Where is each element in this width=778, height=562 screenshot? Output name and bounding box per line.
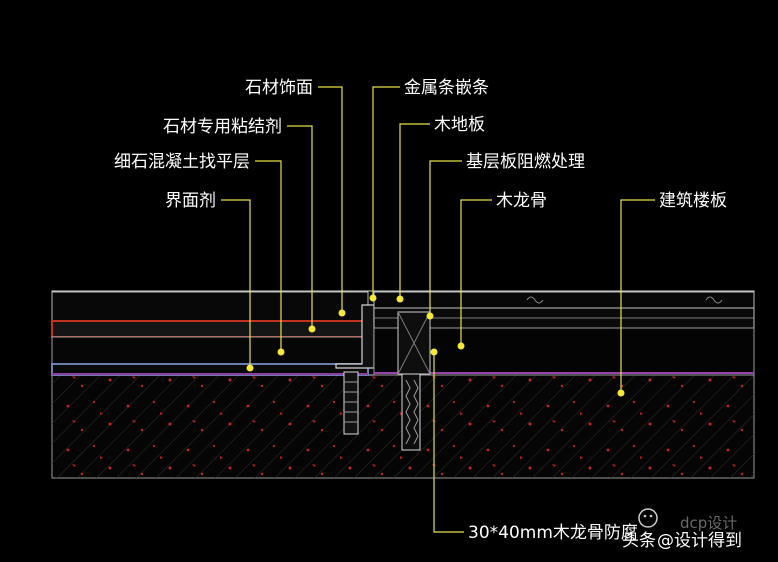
label-base-fireproof: 基层板阻燃处理	[466, 152, 585, 172]
dot-wood-floor	[396, 295, 404, 303]
leader-interface-agent	[221, 199, 251, 368]
dot-interface-agent	[246, 364, 254, 372]
leader-metal-strip	[372, 86, 400, 298]
watermark-logo-icon	[638, 508, 658, 528]
label-wood-floor: 木地板	[434, 115, 485, 135]
label-stone-adhesive: 石材专用粘结剂	[163, 117, 282, 137]
dot-metal-strip	[369, 294, 377, 302]
dot-stone-adhesive	[308, 325, 316, 333]
leader-building-slab	[620, 199, 655, 393]
anchor-bolt-left	[343, 371, 359, 435]
leader-dots	[246, 294, 625, 397]
wood-floor-section	[373, 291, 755, 376]
leader-stone-adhesive	[287, 125, 313, 329]
watermark-handle: @设计得到	[657, 531, 742, 551]
label-keel-note: 30*40mm木龙骨防腐	[468, 523, 638, 543]
dot-keel-note	[430, 348, 438, 356]
label-building-slab: 建筑楼板	[659, 191, 727, 211]
dot-stone-finish	[338, 309, 346, 317]
stone-floor-section	[51, 290, 755, 376]
label-wood-keel: 木龙骨	[496, 191, 547, 211]
leader-lines	[221, 86, 655, 533]
watermark-prefix: 头条	[622, 531, 656, 551]
watermark: dcp设计 头条 @设计得到	[622, 508, 742, 551]
dot-wood-keel	[457, 342, 465, 350]
dot-cement-leveling	[277, 348, 285, 356]
leader-base-fireproof	[429, 160, 462, 316]
leader-wood-keel	[460, 199, 492, 346]
label-cement-leveling: 细石混凝土找平层	[114, 152, 250, 172]
leader-stone-finish	[318, 86, 343, 313]
label-metal-strip: 金属条嵌条	[404, 78, 489, 98]
label-interface-agent: 界面剂	[165, 191, 216, 211]
dot-building-slab	[617, 389, 625, 397]
leader-cement-leveling	[255, 160, 282, 352]
leader-wood-floor	[399, 123, 430, 299]
leader-keel-note	[433, 352, 464, 533]
anchor-bolt-right	[401, 373, 421, 451]
watermark-faded: dcp设计	[680, 514, 737, 532]
dot-base-fireproof	[426, 312, 434, 320]
label-stone-finish: 石材饰面	[245, 78, 313, 98]
